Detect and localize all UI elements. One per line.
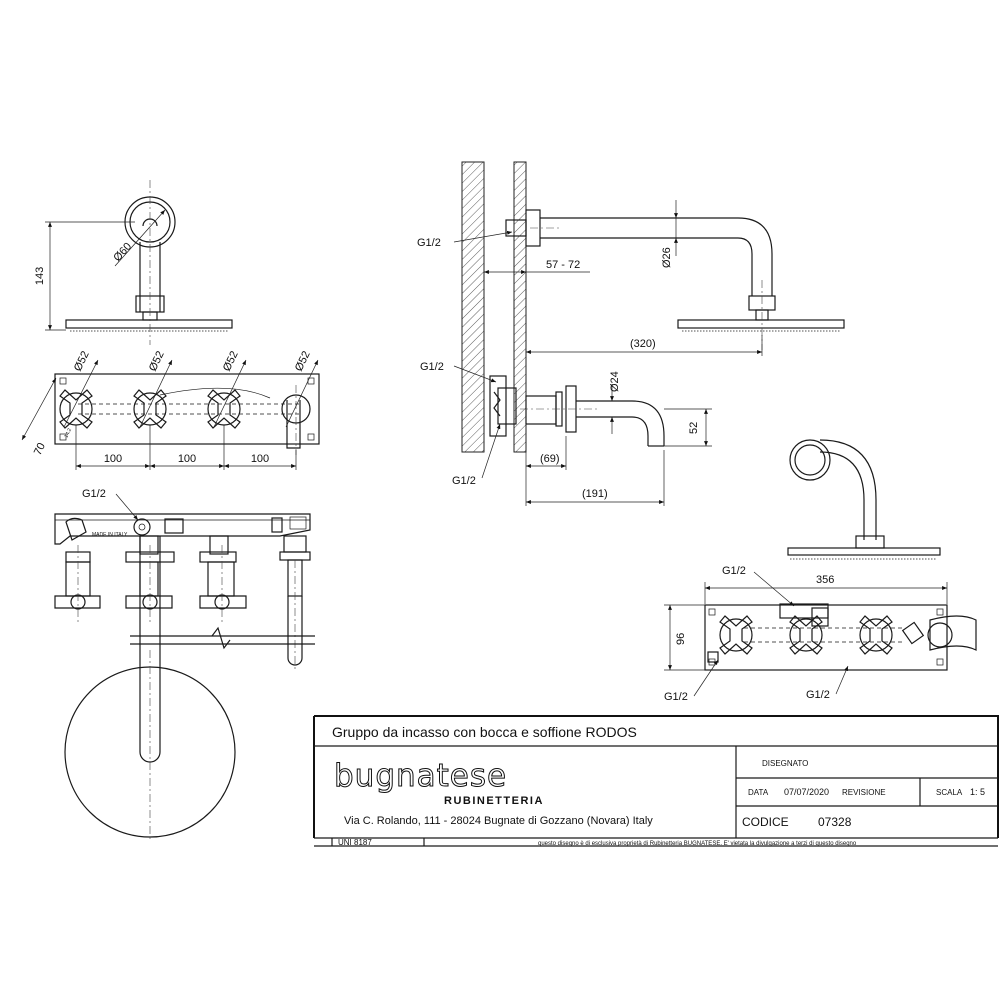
company-subtitle: RUBINETTERIA	[444, 795, 544, 807]
dim-diam26-label: Ø26	[661, 247, 673, 268]
title-block: Gruppo da incasso con bocca e soffione R…	[313, 715, 999, 847]
data-value: 07/07/2020	[784, 787, 829, 797]
dim-356-label: 356	[816, 574, 834, 586]
callout-g12-frame-top: G1/2	[722, 565, 795, 607]
dim-69-191: (69) (191)	[525, 436, 665, 506]
drawing-title: Gruppo da incasso con bocca e soffione R…	[332, 724, 637, 740]
dim-69-label: (69)	[540, 453, 560, 465]
callout-g12-side-bot-label: G1/2	[452, 475, 476, 487]
front-view-handles	[54, 373, 320, 455]
uni-standard: UNI 8187	[338, 838, 372, 847]
data-label: DATA	[748, 788, 769, 797]
handle-2	[133, 389, 167, 429]
front-view-frame	[704, 603, 977, 671]
dim-143: 143	[34, 221, 135, 331]
scala-label: SCALA	[936, 788, 963, 797]
frame-handle-1	[719, 615, 753, 655]
dim-100-3: 100	[251, 453, 269, 465]
dim-diam26: Ø26	[661, 200, 678, 268]
callout-g12-side-bot: G1/2	[452, 423, 501, 487]
codice-value: 07328	[818, 815, 852, 829]
top-view-body: MADE IN ITALY	[54, 513, 311, 670]
dim-70: 70 14.2	[21, 377, 73, 457]
callout-g12-side-mid: G1/2	[420, 361, 497, 383]
dim-diam52-1: Ø52	[72, 349, 92, 373]
spout-front	[281, 385, 311, 455]
dim-52-side: 52	[664, 408, 712, 447]
revisione-label: REVISIONE	[842, 788, 886, 797]
dim-143-label: 143	[34, 267, 46, 285]
dim-14-2-label: 14.2	[63, 427, 73, 439]
handle-1	[59, 389, 93, 429]
dims-diam52: Ø52 Ø52 Ø52 Ø52	[63, 349, 319, 428]
callout-g12-side-top: G1/2	[417, 230, 513, 249]
dim-52-side-label: 52	[688, 422, 700, 434]
dim-diam60-label: Ø60	[111, 241, 134, 264]
dim-191-label: (191)	[582, 488, 608, 500]
side-shower-arm	[505, 209, 845, 350]
callout-g12-frame-top-label: G1/2	[722, 565, 746, 577]
company-address: Via C. Rolando, 111 - 28024 Bugnate di G…	[344, 815, 653, 827]
wall-section	[461, 161, 527, 453]
dim-100-2: 100	[178, 453, 196, 465]
callout-g12-side-mid-label: G1/2	[420, 361, 444, 373]
callout-g12-frame-left-label: G1/2	[664, 691, 688, 703]
dim-diam24: Ø24	[609, 371, 621, 434]
dim-96: 96	[664, 604, 705, 671]
dim-diam52-4: Ø52	[293, 349, 313, 373]
dims-spacing-100: 100 100 100	[75, 425, 297, 470]
handle-3	[207, 389, 241, 429]
callout-g12-top: G1/2	[82, 488, 139, 521]
dim-diam24-label: Ø24	[609, 371, 621, 392]
callout-g12-frame-right: G1/2	[806, 665, 849, 701]
side-valve-spout	[489, 375, 665, 447]
frame-handle-3	[859, 615, 893, 655]
callout-g12-side-top-label: G1/2	[417, 237, 441, 249]
dim-96-label: 96	[675, 633, 687, 645]
dim-70-label: 70	[32, 441, 48, 457]
dim-356: 356	[704, 574, 948, 604]
head-plan-view	[64, 536, 315, 840]
scala-value: 1: 5	[970, 787, 985, 797]
dim-100-1: 100	[104, 453, 122, 465]
disegnato-label: DISEGNATO	[762, 759, 808, 768]
dim-diam52-3: Ø52	[221, 349, 241, 373]
frame-handle-2	[789, 615, 823, 655]
dim-diam52-2: Ø52	[147, 349, 167, 373]
perspective-shower-arm	[787, 439, 941, 560]
dim-320: (320)	[526, 335, 763, 356]
dim-57-72-label: 57 - 72	[546, 259, 580, 271]
callout-g12-top-label: G1/2	[82, 488, 106, 500]
callout-g12-frame-left: G1/2	[664, 659, 719, 703]
company-logo: bugnatese	[334, 758, 507, 794]
shower-arm-side-view	[65, 180, 233, 345]
dim-57-72: 57 - 72	[484, 259, 590, 274]
body-marking: MADE IN ITALY	[92, 532, 128, 538]
callout-g12-frame-right-label: G1/2	[806, 689, 830, 701]
codice-label: CODICE	[742, 815, 789, 829]
frame-spout	[901, 615, 977, 651]
disclaimer-text: questo disegno è di esclusiva proprietà …	[538, 841, 857, 847]
dim-320-label: (320)	[630, 338, 656, 350]
